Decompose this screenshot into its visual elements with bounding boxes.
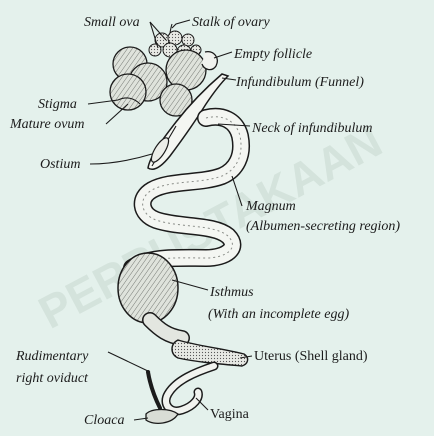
- leader-ostium: [90, 154, 152, 164]
- label-stigma: Stigma: [38, 97, 77, 112]
- label-magnum-desc: (Albumen-secreting region): [246, 219, 400, 234]
- label-rudimentary-line1: Rudimentary: [15, 349, 89, 364]
- label-neck-of-infundibulum: Neck of infundibulum: [251, 121, 373, 136]
- label-rudimentary-line2: right oviduct: [16, 371, 89, 386]
- label-isthmus: Isthmus: [209, 285, 254, 300]
- label-cloaca: Cloaca: [84, 413, 124, 428]
- label-isthmus-desc: (With an incomplete egg): [208, 307, 349, 322]
- rudimentary-oviduct: [148, 372, 160, 408]
- label-stalk-of-ovary: Stalk of ovary: [192, 15, 271, 30]
- cloaca: [146, 410, 178, 424]
- label-infundibulum: Infundibulum (Funnel): [235, 75, 364, 90]
- label-ostium: Ostium: [40, 157, 80, 172]
- label-vagina: Vagina: [210, 407, 250, 422]
- label-uterus: Uterus (Shell gland): [254, 349, 368, 364]
- leader-empty-follicle: [214, 52, 232, 58]
- label-mature-ovum: Mature ovum: [9, 117, 85, 132]
- leader-rudimentary: [108, 352, 150, 372]
- empty-follicle: [202, 52, 217, 70]
- uterus-shell-gland: [172, 340, 248, 366]
- label-magnum: Magnum: [245, 199, 296, 214]
- leader-stalk: [172, 20, 190, 28]
- label-empty-follicle: Empty follicle: [233, 47, 312, 62]
- label-small-ova: Small ova: [84, 15, 140, 30]
